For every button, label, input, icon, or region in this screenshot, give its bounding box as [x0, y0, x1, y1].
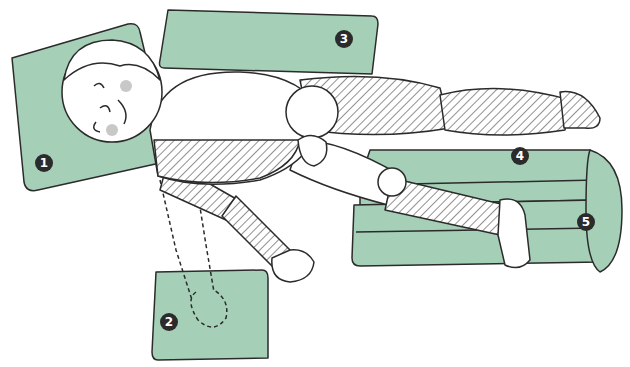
hair [64, 40, 160, 80]
callout-circle [577, 213, 595, 231]
knee [378, 168, 406, 196]
upper-shin [440, 89, 570, 135]
callout-circle [160, 313, 178, 331]
callout-number: 4 [511, 147, 529, 165]
callout-number: 5 [577, 213, 595, 231]
top-hand [298, 135, 327, 166]
roll-end [586, 150, 622, 272]
cheek [120, 80, 132, 92]
callout-circle [335, 30, 353, 48]
hand-cushion [152, 270, 268, 360]
callout-circle [511, 147, 529, 165]
face-features [94, 83, 126, 132]
bottom-foot [498, 199, 530, 268]
back-cushion [160, 10, 379, 74]
callout-number: 2 [160, 313, 178, 331]
callout-circles [35, 30, 595, 331]
callout-number: 1 [35, 154, 53, 172]
hip [286, 86, 338, 138]
head-pillow [12, 24, 168, 191]
cheek [106, 124, 118, 136]
callout-circle [35, 154, 53, 172]
chest-band [154, 140, 300, 183]
upper-foot [560, 92, 600, 129]
hand [272, 250, 314, 282]
callout-number: 3 [335, 30, 353, 48]
